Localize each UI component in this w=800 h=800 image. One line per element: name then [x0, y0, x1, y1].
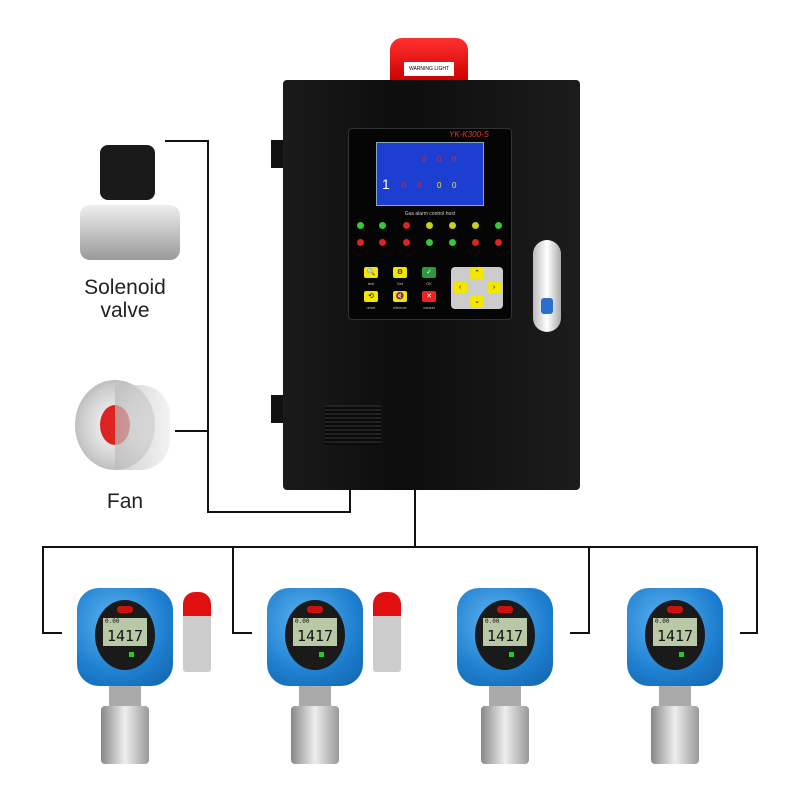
- up-arrow-icon[interactable]: ⌃: [470, 268, 484, 279]
- fan-label: Fan: [106, 490, 144, 513]
- lcd-screen: 1 0 0 0 0 0 0 0: [376, 142, 484, 206]
- detector-top-reading: 0.00: [655, 618, 670, 625]
- alarm-light: [373, 592, 401, 672]
- hinge: [271, 395, 283, 423]
- control-panel: YK-K300-S 1 0 0 0 0 0 0 0 Gas alarm cont…: [348, 128, 512, 320]
- gas-detector: 1417 0.00: [65, 578, 211, 778]
- detector-reading: 1417: [293, 618, 337, 646]
- detector-reading: 1417: [483, 618, 527, 646]
- wire: [232, 546, 234, 634]
- silencer-button[interactable]: 🔇: [393, 291, 407, 302]
- wire: [165, 140, 209, 142]
- detector-top-reading: 0.00: [105, 618, 120, 625]
- right-arrow-icon[interactable]: ›: [487, 282, 501, 293]
- ok-button[interactable]: ✓: [422, 267, 436, 278]
- screen-value: 0: [452, 181, 457, 190]
- down-arrow-icon[interactable]: ⌄: [470, 296, 484, 307]
- gas-sensor: [101, 706, 149, 764]
- button-label: OK: [426, 281, 432, 286]
- alarm-light: [183, 592, 211, 672]
- wire: [207, 511, 351, 513]
- gas-sensor: [291, 706, 339, 764]
- wire: [232, 632, 252, 634]
- wire: [570, 632, 590, 634]
- fan-image: [75, 380, 175, 480]
- wire: [740, 632, 758, 634]
- screen-value: 0: [437, 155, 442, 164]
- screen-main-value: 1: [382, 176, 390, 192]
- reset-button[interactable]: ⟲: [364, 291, 378, 302]
- cancel-button[interactable]: ✕: [422, 291, 436, 302]
- panel-title: Gas alarm control host: [404, 211, 456, 217]
- gas-sensor: [651, 706, 699, 764]
- detector-top-reading: 0.00: [485, 618, 500, 625]
- wire: [42, 546, 758, 548]
- model-label: YK-K300-S: [449, 130, 490, 139]
- detector-top-reading: 0.00: [295, 618, 310, 625]
- warning-light-label: WARNING LIGHT: [404, 62, 454, 76]
- wire: [207, 140, 209, 513]
- wire: [42, 632, 62, 634]
- set-button[interactable]: ⚙: [393, 267, 407, 278]
- left-arrow-icon[interactable]: ‹: [453, 282, 467, 293]
- screen-value: 0: [452, 155, 457, 164]
- wire: [414, 490, 416, 548]
- button-label: reset: [366, 305, 376, 310]
- button-label: test: [367, 281, 375, 286]
- detector-reading: 1417: [103, 618, 147, 646]
- wire: [349, 490, 351, 513]
- wire: [175, 430, 208, 432]
- gas-detector: 1417 0.00: [445, 578, 565, 778]
- screen-value: 0: [417, 181, 422, 190]
- screen-value: 0: [402, 181, 407, 190]
- screen-value: 0: [437, 181, 442, 190]
- wire: [588, 546, 590, 634]
- gas-detector: 1417 0.00: [255, 578, 401, 778]
- button-label: Set: [396, 281, 403, 286]
- solenoid-label-line1: Solenoid: [84, 276, 166, 299]
- warning-light: WARNING LIGHT: [390, 38, 468, 82]
- test-button[interactable]: 🔍: [364, 267, 378, 278]
- door-lock-handle[interactable]: [533, 240, 561, 332]
- screen-value: 0: [422, 155, 427, 164]
- gas-sensor: [481, 706, 529, 764]
- direction-pad[interactable]: ⌃ ‹ › ⌄: [451, 267, 503, 309]
- button-label: silencer: [393, 305, 407, 310]
- solenoid-label-line2: valve: [100, 299, 150, 322]
- hinge: [271, 140, 283, 168]
- gas-detector: 1417 0.00: [615, 578, 735, 778]
- solenoid-valve-image: [75, 140, 185, 265]
- detector-reading: 1417: [653, 618, 697, 646]
- wire: [756, 546, 758, 634]
- button-label: cancel: [423, 305, 435, 310]
- wire: [42, 546, 44, 634]
- vent-grille: [325, 405, 381, 445]
